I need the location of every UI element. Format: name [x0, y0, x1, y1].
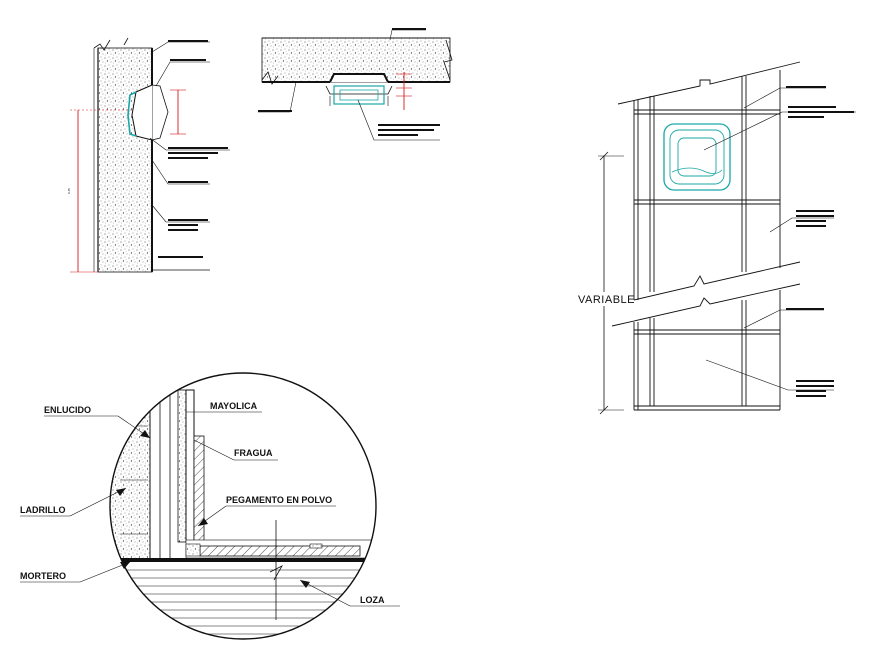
svg-text:0.45: 0.45	[67, 188, 71, 194]
label-fragua: FRAGUA	[234, 448, 273, 458]
label-mortero: MORTERO	[20, 571, 66, 581]
wall-section-detail: 0.45	[67, 37, 230, 273]
label-pegamento: PEGAMENTO EN POLVO	[226, 495, 332, 505]
variable-dimension-label: VARIABLE	[578, 294, 635, 306]
label-loza: LOZA	[360, 595, 385, 605]
plan-section-detail	[258, 28, 453, 141]
enlarged-circular-detail: ENLUCIDO MAYOLICA FRAGUA LADRILLO PEGAME…	[20, 372, 400, 640]
label-enlucido: ENLUCIDO	[44, 405, 91, 415]
wall-elevation-detail: VARIABLE	[576, 61, 856, 415]
label-ladrillo: LADRILLO	[20, 505, 66, 515]
label-mayolica: MAYOLICA	[210, 401, 258, 411]
